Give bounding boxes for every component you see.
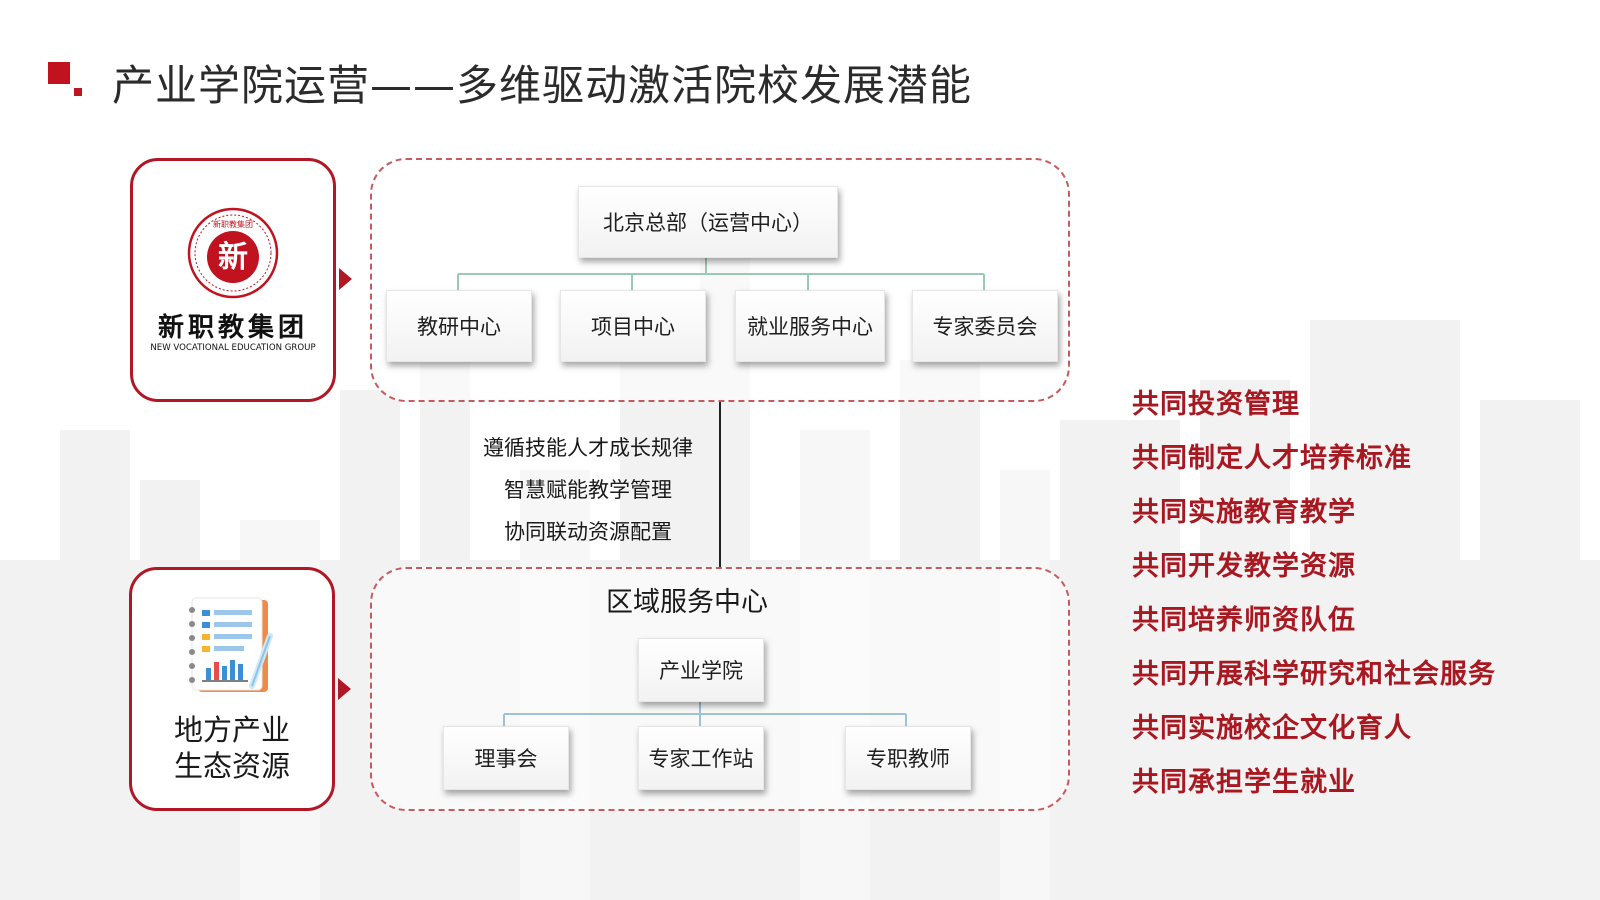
local-resources-line1: 地方产业 <box>173 713 290 747</box>
regional-child-box: 专职教师 <box>845 726 971 790</box>
title-bullet-icon <box>48 62 82 96</box>
joint-action-item: 共同投资管理 <box>1132 389 1300 420</box>
arrow-right-icon <box>339 268 352 290</box>
group-card: 新 新职教集团 新职教集团 NEW VOCATIONAL EDUCATION G… <box>130 158 336 402</box>
joint-action-item: 共同承担学生就业 <box>1132 767 1356 798</box>
hq-box: 北京总部（运营中心） <box>578 186 838 258</box>
group-logo-icon: 新 新职教集团 <box>187 207 279 299</box>
dept-box: 就业服务中心 <box>735 290 885 362</box>
joint-action-item: 共同培养师资队伍 <box>1132 605 1356 636</box>
joint-action-item: 共同实施校企文化育人 <box>1132 713 1412 744</box>
regional-child-box: 理事会 <box>443 726 569 790</box>
principle-text: 协同联动资源配置 <box>504 520 672 544</box>
logo-ring-text: 新职教集团 <box>213 219 253 229</box>
logo-char: 新 <box>218 240 248 275</box>
regional-child-box: 专家工作站 <box>638 726 764 790</box>
group-name-en: NEW VOCATIONAL EDUCATION GROUP <box>150 343 316 353</box>
dept-box: 项目中心 <box>560 290 706 362</box>
industry-college-box: 产业学院 <box>638 638 764 702</box>
regional-title: 区域服务中心 <box>606 587 768 618</box>
local-resources-line2: 生态资源 <box>173 749 290 783</box>
local-resources-card: 地方产业 生态资源 <box>129 567 335 811</box>
joint-action-item: 共同实施教育教学 <box>1132 497 1356 528</box>
joint-action-item: 共同开发教学资源 <box>1132 551 1356 582</box>
principle-text: 智慧赋能教学管理 <box>504 478 672 502</box>
joint-action-item: 共同制定人才培养标准 <box>1132 443 1412 474</box>
principle-text: 遵循技能人才成长规律 <box>483 436 693 460</box>
arrow-right-icon <box>338 678 351 700</box>
dept-box: 教研中心 <box>386 290 532 362</box>
joint-action-item: 共同开展科学研究和社会服务 <box>1132 659 1496 690</box>
report-notebook-icon <box>189 597 273 692</box>
group-name: 新职教集团 <box>157 313 308 343</box>
dept-box: 专家委员会 <box>912 290 1058 362</box>
page-title: 产业学院运营——多维驱动激活院校发展潜能 <box>112 61 973 110</box>
